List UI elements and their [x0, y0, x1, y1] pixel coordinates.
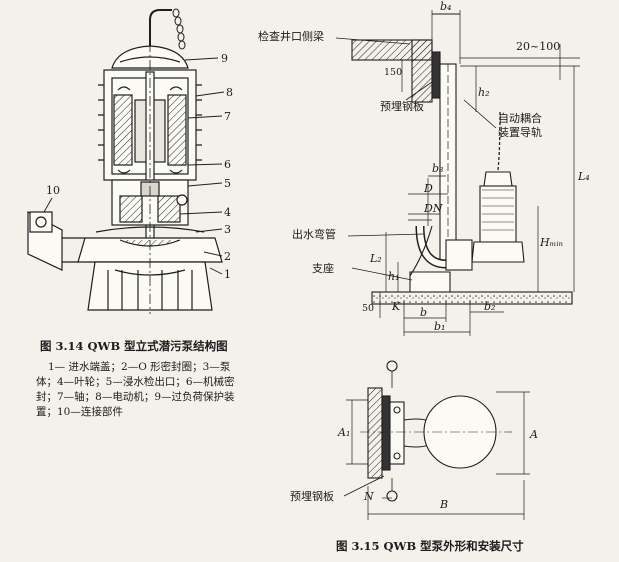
dim-A1: A₁ — [338, 426, 351, 439]
dim-b3: b₃ — [432, 162, 444, 175]
part-number-5: 5 — [224, 177, 231, 190]
dim-b4: b₄ — [440, 0, 452, 13]
dim-L4: L₄ — [578, 170, 590, 183]
dim-h2: h₂ — [478, 86, 490, 99]
legend-line: 体；4—叶轮；5—浸水检出口；6—机械密 — [36, 376, 235, 388]
dim-50: 50 — [362, 303, 375, 314]
installation-plan — [343, 360, 530, 520]
dim-B: B — [440, 498, 449, 511]
legend-line: 置；10—连接部件 — [36, 406, 123, 418]
dim-D: D — [424, 182, 433, 195]
dim-L2: L₂ — [370, 252, 382, 265]
dim-b2: b₂ — [484, 300, 496, 313]
lifting-chain — [172, 8, 186, 50]
dim-b1: b₁ — [434, 320, 446, 333]
part-number-2: 2 — [224, 250, 231, 263]
label-outlet-elbow: 出水弯管 — [292, 228, 336, 241]
part-number-9: 9 — [221, 52, 228, 65]
part-number-3: 3 — [224, 223, 231, 236]
legend-line: 封；7—轴；8—电动机；9—过负荷保护装 — [36, 391, 235, 403]
part-number-4: 4 — [224, 206, 231, 219]
label-auto-coupling-2: 装置导轨 — [498, 126, 542, 139]
installation-elevation — [335, 10, 580, 336]
dim-h1: h₁ — [388, 270, 400, 283]
dim-Hmin: Hₘᵢₙ — [540, 236, 564, 249]
label-support-base: 支座 — [312, 262, 334, 275]
pump-cross-section — [27, 8, 225, 314]
label-inspection-beam: 检查井口侧梁 — [258, 30, 324, 43]
figure-legend-left: 1— 进水端盖；2—O 形密封圈；3—泵 体；4—叶轮；5—浸水检出口；6—机械… — [36, 360, 276, 420]
part-number-8: 8 — [226, 86, 233, 99]
dim-range: 20~100 — [516, 40, 561, 53]
part-number-7: 7 — [224, 110, 231, 123]
label-embedded-plate-top: 预埋钢板 — [380, 100, 424, 113]
dim-N: N — [364, 490, 374, 503]
part-number-1: 1 — [224, 268, 231, 281]
label-auto-coupling-1: 自动耦合 — [498, 112, 542, 125]
dim-K: K — [392, 300, 401, 313]
part-number-10: 10 — [46, 184, 60, 197]
figure-caption-right: 图 3.15 QWB 型泵外形和安装尺寸 — [336, 539, 524, 553]
dim-DN: DN — [424, 202, 443, 215]
part-number-6: 6 — [224, 158, 231, 171]
dim-b: b — [420, 306, 428, 319]
dim-A: A — [530, 428, 538, 441]
figure-caption-left: 图 3.14 QWB 型立式潜污泵结构图 — [40, 339, 228, 353]
legend-line: 1— 进水端盖；2—O 形密封圈；3—泵 — [48, 361, 231, 373]
label-embedded-plate-bottom: 预埋钢板 — [290, 490, 334, 503]
dim-150: 150 — [384, 67, 403, 78]
